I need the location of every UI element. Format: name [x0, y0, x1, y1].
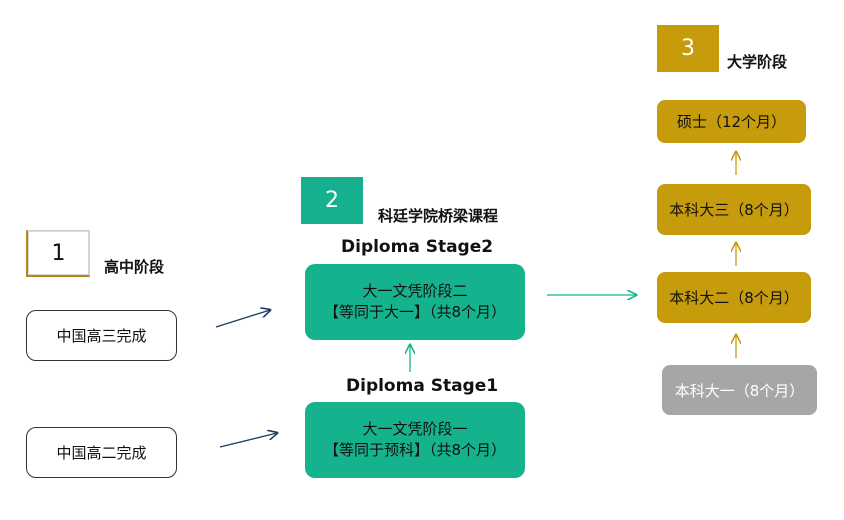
stage2-title: 科廷学院桥梁课程	[378, 207, 499, 225]
stage1-title: 高中阶段	[104, 258, 165, 276]
stage1-number: 1	[51, 240, 66, 266]
diploma-stage1-box: 大一文凭阶段一 【等同于预科】（共8个月）	[305, 402, 525, 478]
diploma-stage1-line1: 大一文凭阶段一	[362, 420, 468, 438]
stage1-item-label: 中国高三完成	[56, 327, 147, 345]
stage3-item-master: 硕士（12个月）	[657, 100, 806, 143]
arrow-g11-to-stage1	[219, 433, 277, 448]
stage3-item-label: 本科大一（8个月）	[674, 381, 805, 400]
stage2-number: 2	[325, 188, 339, 213]
stage3-item-label: 本科大三（8个月）	[669, 201, 799, 219]
diploma-stage2-line2: 【等同于大一】（共8个月）	[323, 303, 507, 321]
diploma-stage2-box: 大一文凭阶段二 【等同于大一】（共8个月）	[305, 264, 525, 340]
diploma-stage2-title: Diploma Stage2	[341, 237, 494, 257]
stage1-item-grade12: 中国高三完成	[26, 310, 177, 361]
stage3-number-badge: 3	[657, 25, 719, 72]
diploma-stage1-title: Diploma Stage1	[346, 376, 499, 396]
stage3-item-year3: 本科大三（8个月）	[657, 184, 811, 235]
arrow-g12-to-stage2	[215, 310, 270, 328]
stage1-number-badge: 1	[26, 230, 90, 277]
stage1-item-label: 中国高二完成	[56, 444, 147, 462]
stage2-number-badge: 2	[301, 177, 363, 224]
diploma-stage2-line1: 大一文凭阶段二	[362, 282, 468, 300]
diploma-stage1-line2: 【等同于预科】（共8个月）	[323, 441, 507, 459]
stage3-item-label: 硕士（12个月）	[676, 113, 787, 131]
stage3-item-label: 本科大二（8个月）	[669, 289, 799, 307]
stage3-item-year1: 本科大一（8个月）	[662, 365, 817, 415]
stage3-item-year2: 本科大二（8个月）	[657, 272, 811, 323]
stage3-number: 3	[681, 36, 695, 61]
stage1-item-grade11: 中国高二完成	[26, 427, 177, 478]
stage3-title: 大学阶段	[727, 53, 788, 71]
